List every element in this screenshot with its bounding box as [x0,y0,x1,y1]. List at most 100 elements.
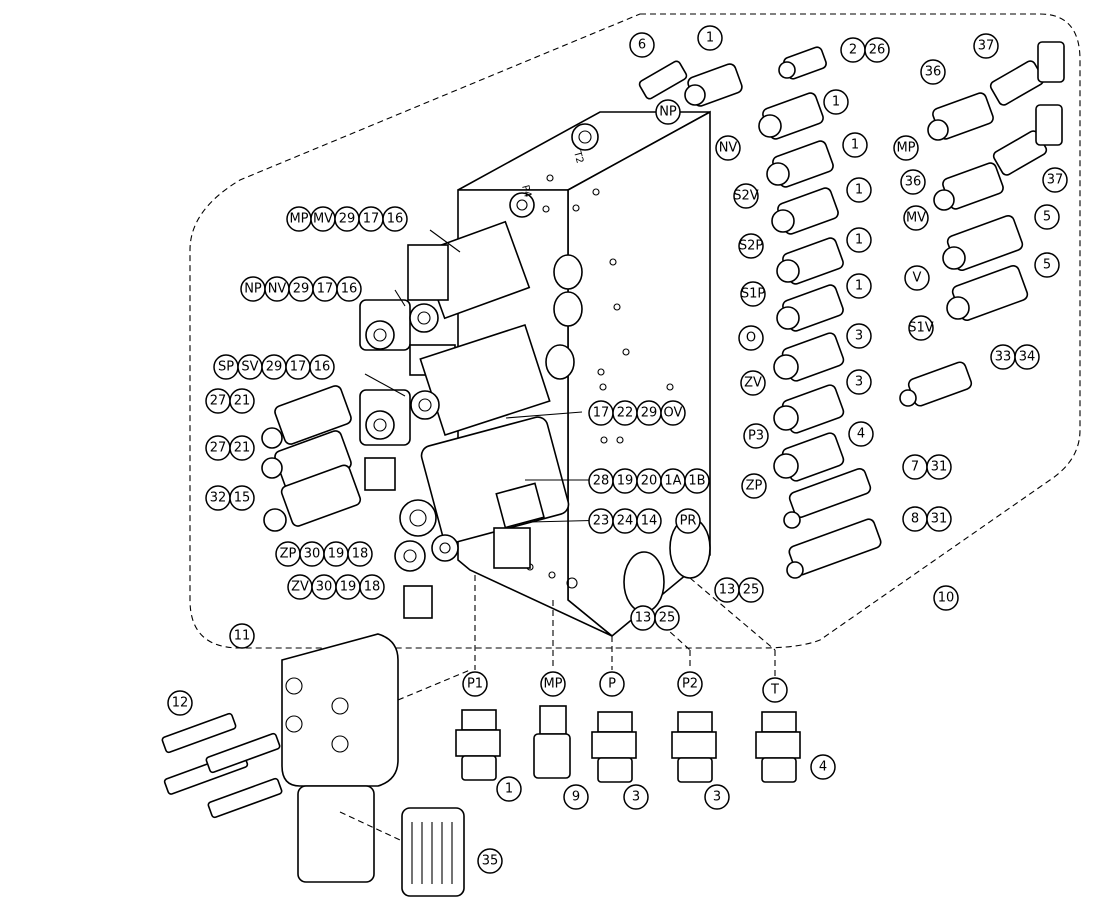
callout-c35: 35 [477,848,503,874]
callout-circle [347,541,373,567]
callout-label: 37 [978,39,995,54]
callout-port_mp: MP [540,671,566,697]
callout-label: 12 [172,696,189,711]
fitting-o [776,284,844,332]
fitting-c6 [638,60,688,100]
callout-c1a: 1 [697,25,723,51]
callout-label: 16 [341,282,358,297]
callout-zp_r: ZP [741,473,767,499]
callout-label: 11 [234,629,251,644]
fitting-mv [933,162,1004,211]
fitting-s1v [946,265,1029,321]
callout-label: NV [268,282,287,297]
callout-label: 32 [210,491,227,506]
callout-c5a: 5 [1034,204,1060,230]
callout-circle [229,388,255,414]
elbow-fitting-upper [989,41,1065,106]
callout-c1c: 1 [842,132,868,158]
callout-label: 17 [593,406,610,421]
callout-circle [636,508,662,534]
port-fitting-p [591,711,637,783]
callout-circle [846,369,872,395]
callout-circle [900,169,926,195]
callout-label: 30 [304,547,321,562]
callout-c6: 6 [629,32,655,58]
callout-zv_r: ZV [740,370,766,396]
callout-label: 5 [1043,210,1051,225]
callout-label: SV [241,360,258,375]
block-marking-t2: T2 [571,149,585,165]
callout-v: V [904,265,930,291]
callout-label: 36 [905,175,922,190]
callout-c36b: 36 [900,169,926,195]
cartridge-left-1 [261,385,352,449]
callout-circle [229,623,255,649]
callout-label: 26 [869,43,886,58]
callout-label: 6 [638,38,646,53]
callout-label: 3 [855,375,863,390]
callout-label: 25 [659,611,676,626]
callout-label: 36 [925,65,942,80]
callout-label: MV [906,211,926,226]
callout-label: 30 [316,580,333,595]
callout-c11: 11 [229,623,255,649]
port-fitting-mp [533,705,571,779]
callout-label: 2 [849,43,857,58]
callout-label: P [608,677,616,692]
cartridge-left-3 [263,464,362,532]
callout-circle [675,508,701,534]
callout-circle [654,605,680,631]
callout-circle [382,206,408,232]
callout-circle [743,423,769,449]
callout-label: 21 [234,394,251,409]
callout-c4: 4 [848,421,874,447]
callout-mv_r: MV [903,205,929,231]
callout-label: 35 [482,854,499,869]
callout-label: P2 [682,677,698,692]
callout-label: 3 [632,790,640,805]
fitting-v [942,215,1024,271]
callout-label: 15 [234,491,251,506]
fitting-s2p [771,187,839,235]
callout-circle [359,574,385,600]
callout-label: 29 [641,406,658,421]
callout-label: S1P [741,287,766,302]
callout-circle [1014,344,1040,370]
callout-label: 27 [210,394,227,409]
leader-lines [339,575,776,841]
callout-label: PR [680,514,697,529]
callout-label: 5 [1043,258,1051,273]
callout-label: 19 [340,580,357,595]
callout-circle [599,671,625,697]
solenoid-valve-middle [359,323,551,491]
callout-circle [496,776,522,802]
callout-b9: 9 [563,784,589,810]
callout-label: 16 [314,360,331,375]
port-fitting-p2 [671,711,717,783]
callout-circle [846,177,872,203]
callout-pr: PR [675,508,701,534]
callout-s2v: S2V [733,183,759,209]
callout-label: 1B [688,474,705,489]
callout-circle [738,325,764,351]
callout-circle [848,421,874,447]
callout-label: 29 [293,282,310,297]
callout-label: 29 [266,360,283,375]
callout-label: 1 [706,31,714,46]
fitting-c7 [783,467,872,529]
callout-circle [908,315,934,341]
callout-mp_r: MP [893,135,919,161]
callout-c12: 12 [167,690,193,716]
callout-label: S1V [908,321,934,336]
callout-label: ZV [291,580,309,595]
callout-label: 21 [234,441,251,456]
callout-circle [740,281,766,307]
